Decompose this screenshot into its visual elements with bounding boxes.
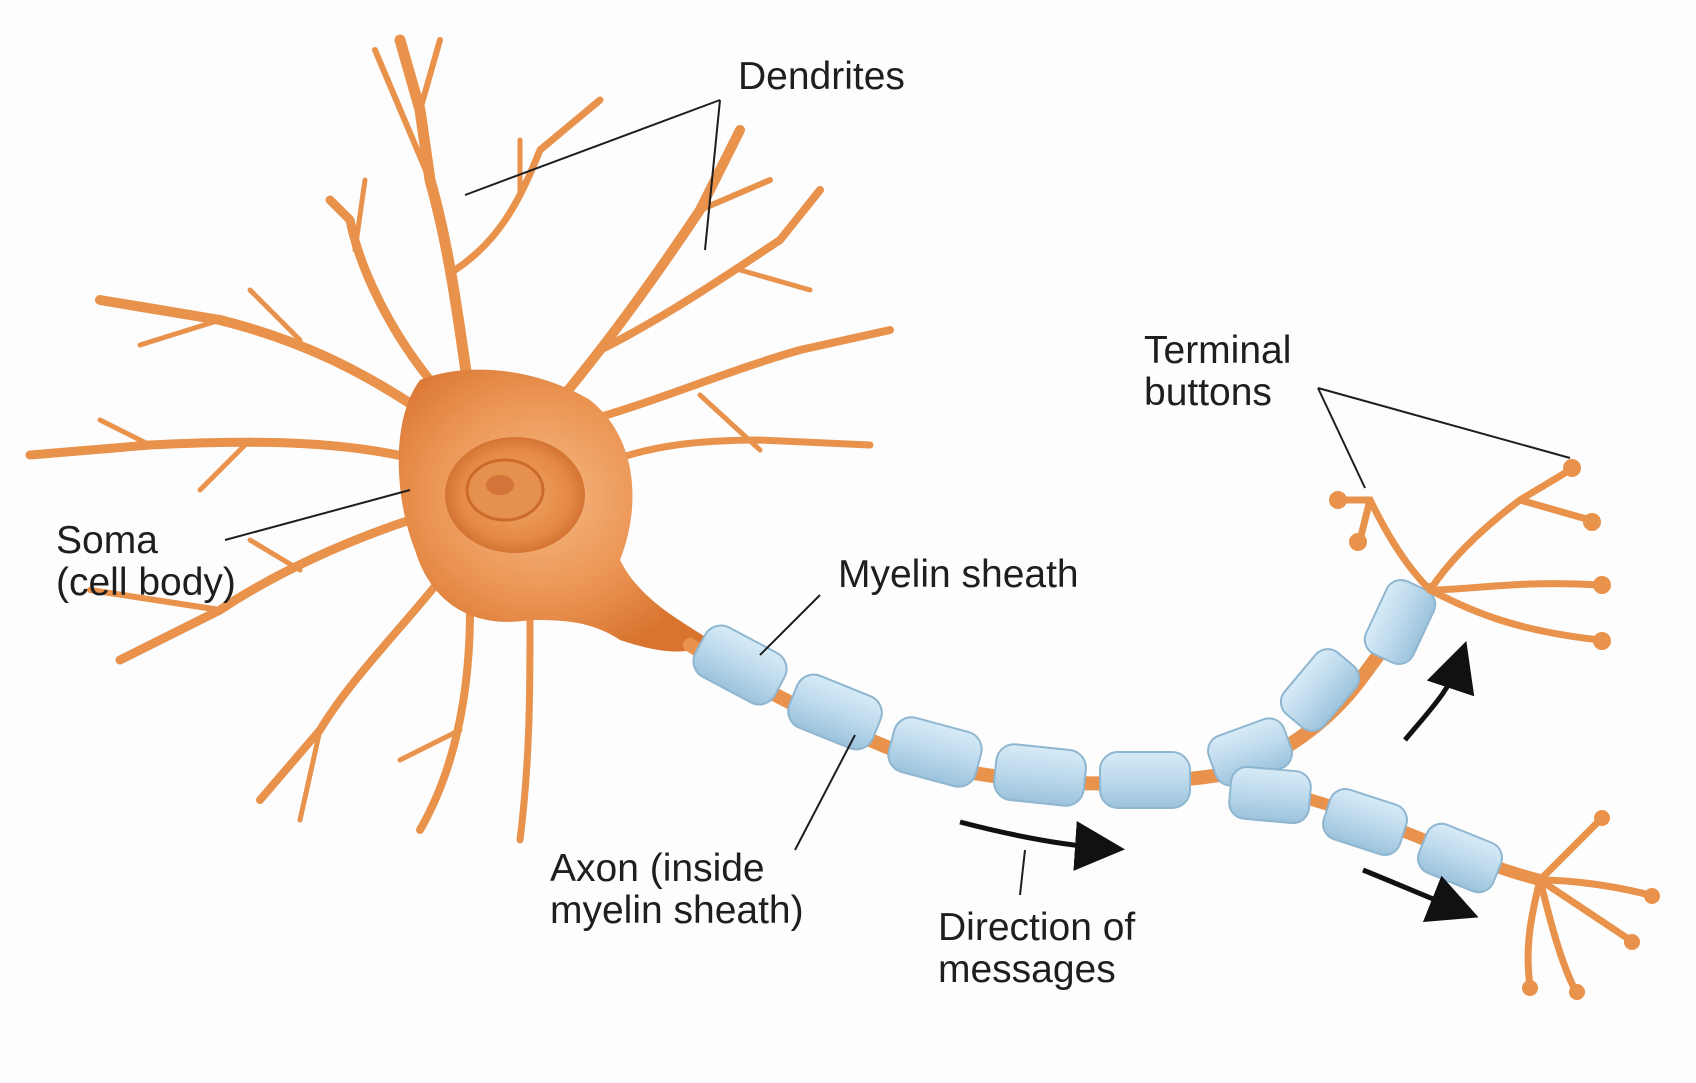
label-dendrites: Dendrites xyxy=(738,55,905,98)
terminal-buttons xyxy=(1329,459,1660,1000)
leader-line-myelin xyxy=(759,594,821,656)
label-soma-line-2: (cell body) xyxy=(56,561,236,604)
label-axon-line-2: myelin sheath) xyxy=(550,889,804,932)
terminal-branches xyxy=(1336,466,1654,994)
leader-line-axon xyxy=(794,734,856,851)
label-terminal-buttons-line-2: buttons xyxy=(1144,371,1272,414)
label-soma-line-1: Soma xyxy=(56,519,158,562)
direction-arrows xyxy=(959,641,1479,923)
arrow-icon xyxy=(1403,641,1475,742)
arrow-icon xyxy=(1362,867,1479,923)
leader-line-dendrites-2 xyxy=(704,99,721,251)
soma xyxy=(398,369,710,652)
leader-line-dendrites-1 xyxy=(464,99,721,196)
label-axon: Axon (inside myelin sheath) xyxy=(550,848,804,932)
myelin-segments xyxy=(692,579,1503,894)
label-direction-line-1: Direction of xyxy=(938,906,1136,949)
label-axon-line-1: Axon (inside xyxy=(550,847,765,890)
label-terminal-buttons: Terminal buttons xyxy=(1144,330,1291,414)
label-myelin-sheath: Myelin sheath xyxy=(838,553,1079,596)
label-soma: Soma (cell body) xyxy=(56,520,236,604)
label-direction-line-2: messages xyxy=(938,948,1116,991)
leader-lines xyxy=(224,99,1571,896)
leader-line-direction xyxy=(1019,849,1026,896)
leader-line-soma xyxy=(224,489,411,541)
label-terminal-buttons-line-1: Terminal xyxy=(1144,329,1292,372)
arrow-icon xyxy=(959,819,1125,871)
label-direction: Direction of messages xyxy=(938,907,1135,991)
leader-line-terminal-1 xyxy=(1317,387,1366,489)
dendrites xyxy=(25,34,894,844)
leader-line-terminal-2 xyxy=(1317,387,1571,459)
